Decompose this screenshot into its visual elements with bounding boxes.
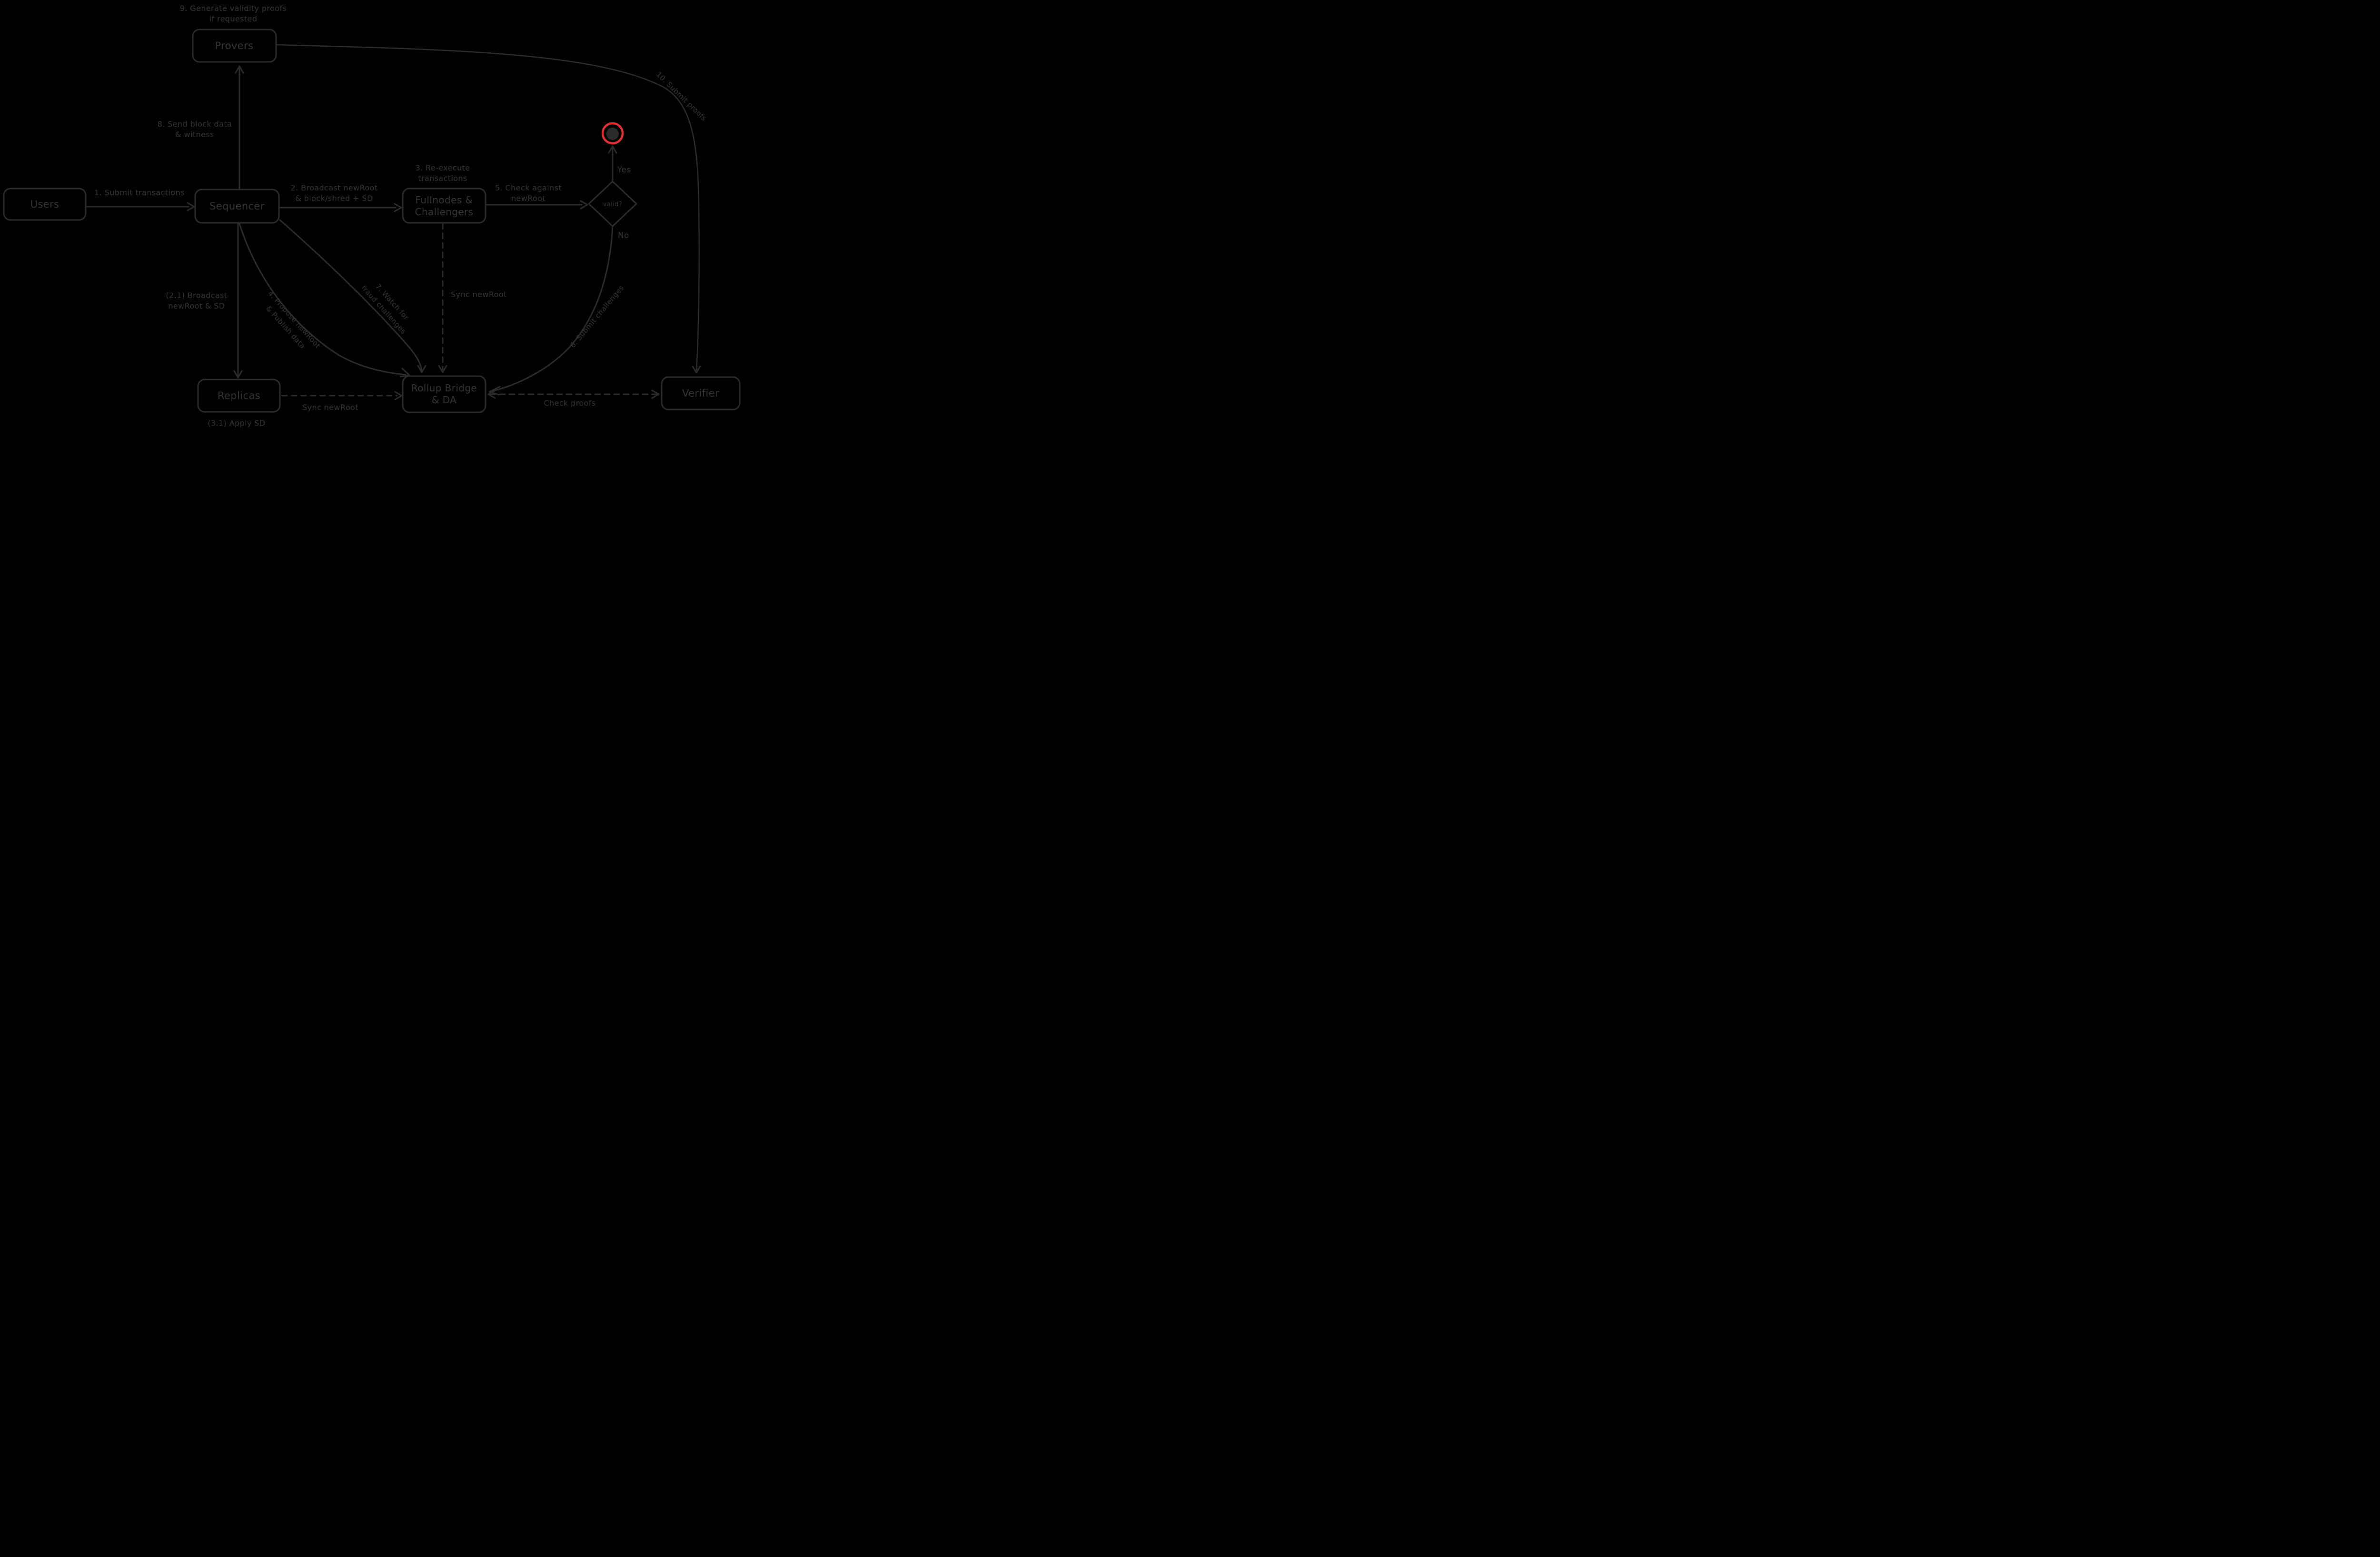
label-broadcast-newroot-2: & block/shred + SD [295, 194, 373, 203]
label-sync-newroot-fullnodes: Sync newRoot [451, 290, 507, 299]
label-broadcast-newroot-1: 2. Broadcast newRoot [291, 183, 378, 192]
edge-yes-to-end [608, 145, 617, 181]
node-replicas-label: Replicas [218, 390, 260, 401]
edge-check-against [486, 200, 588, 210]
edge-watch-fraud-curve [279, 219, 426, 373]
diagram-canvas: 1. Submit transactions 2. Broadcast newR… [3, 4, 741, 428]
node-verifier-label: Verifier [682, 388, 719, 399]
svg-text:6. Submit challenges: 6. Submit challenges [568, 284, 625, 349]
node-users-label: Users [30, 199, 60, 210]
label-generate-proofs-2: if requested [209, 14, 258, 23]
node-fullnodes-label-2: Challengers [415, 206, 473, 218]
node-bridge-label-1: Rollup Bridge [411, 382, 477, 394]
edge-sync-newroot-replicas [281, 391, 403, 400]
node-sequencer: Sequencer [194, 189, 280, 224]
edge-submit-transactions [86, 202, 195, 211]
node-valid-decision: valid? [588, 180, 637, 227]
edge-sequencer-to-provers [235, 65, 244, 190]
rollup-architecture-diagram: 1. Submit transactions 2. Broadcast newR… [0, 0, 746, 433]
label-submit-challenges: 6. Submit challenges [568, 284, 625, 349]
label-yes: Yes [617, 165, 631, 175]
label-broadcast-sd-1: (2.1) Broadcast [166, 291, 227, 300]
node-verifier: Verifier [661, 376, 741, 410]
end-state-red-ring [601, 122, 624, 145]
node-provers: Provers [192, 29, 277, 63]
edge-no-submit-challenges-curve [488, 226, 614, 396]
label-propose-publish: 4. Propose newRoot & Publish data [264, 289, 322, 350]
node-sequencer-label: Sequencer [209, 200, 265, 212]
label-generate-proofs-1: 9. Generate validity proofs [180, 4, 287, 13]
svg-text:10. Submit proofs: 10. Submit proofs [654, 70, 708, 122]
node-valid-label: valid? [603, 201, 622, 208]
label-check-against-1: 5. Check against [495, 183, 562, 192]
label-watch-fraud: 7. Watch for fraud challenges [359, 282, 411, 336]
edge-propose-publish-curve [238, 223, 410, 378]
label-send-block-data-1: 8. Send block data [158, 120, 232, 129]
node-end-state [601, 122, 624, 145]
node-provers-label: Provers [215, 40, 253, 51]
label-submit-transactions: 1. Submit transactions [94, 188, 185, 197]
label-apply-sd: (3.1) Apply SD [208, 419, 265, 428]
label-submit-proofs: 10. Submit proofs [654, 70, 708, 122]
label-sync-newroot-replicas: Sync newRoot [302, 403, 358, 412]
label-broadcast-sd-2: newRoot & SD [168, 301, 225, 310]
edge-sync-newroot-fullnodes [438, 223, 447, 373]
edge-broadcast-newroot [279, 203, 402, 212]
node-fullnodes-challengers: Fullnodes & Challengers [402, 188, 486, 224]
label-no: No [618, 231, 629, 240]
label-send-block-data-2: & witness [175, 130, 214, 139]
node-users: Users [3, 188, 87, 221]
label-check-against-2: newRoot [511, 194, 545, 203]
node-replicas: Replicas [197, 379, 281, 413]
node-rollup-bridge-da: Rollup Bridge & DA [402, 375, 486, 413]
label-reexecute-2: transactions [418, 174, 467, 183]
node-bridge-label-2: & DA [432, 394, 456, 406]
label-reexecute-1: 3. Re-execute [415, 163, 470, 172]
node-fullnodes-label-1: Fullnodes & [416, 194, 473, 206]
edge-submit-proofs-curve [276, 44, 701, 374]
edge-check-proofs [487, 389, 660, 399]
end-state-inner-dot [606, 128, 619, 140]
label-check-proofs: Check proofs [544, 399, 595, 408]
edge-broadcast-sd [233, 223, 243, 379]
